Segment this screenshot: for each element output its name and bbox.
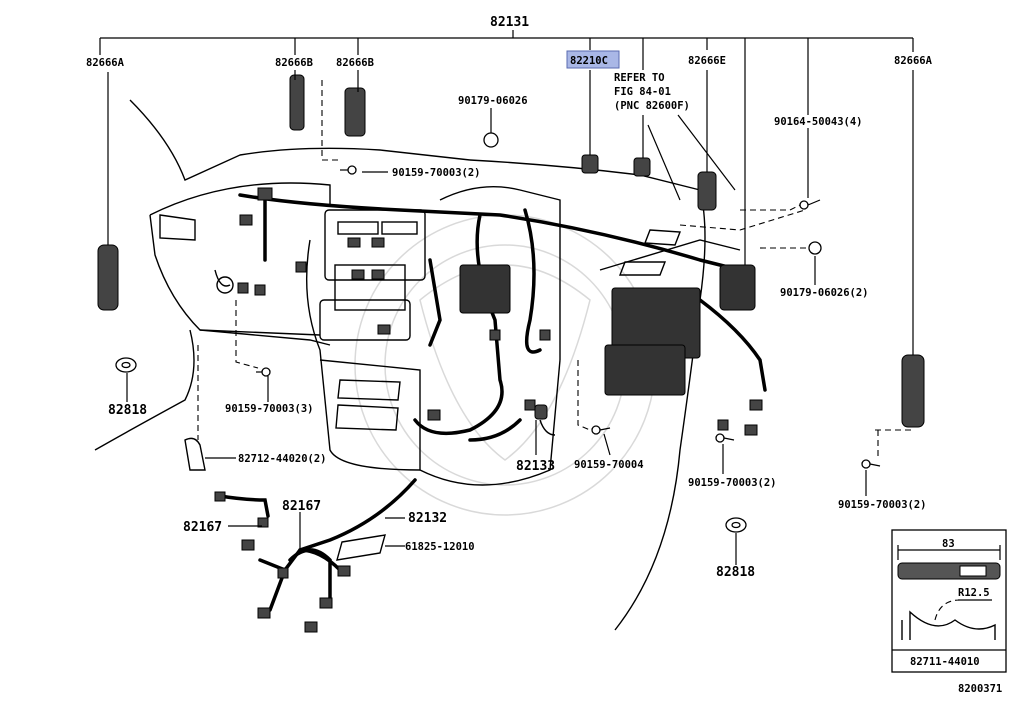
grommet-82818-right — [725, 517, 747, 533]
clip-refer — [633, 157, 651, 177]
clamp-82666A-left — [97, 244, 119, 311]
label-82132: 82132 — [408, 511, 447, 526]
clip-82210C — [581, 154, 599, 174]
wire-82167 — [218, 494, 270, 518]
label-refer-3: (PNC 82600F) — [614, 100, 690, 112]
label-82167-a: 82167 — [183, 520, 222, 535]
label-82210C: 82210C — [570, 55, 608, 67]
label-plate-61825 — [336, 534, 386, 561]
label-refer-2: FIG 84-01 — [614, 86, 671, 98]
instrument-panel-outline — [94, 99, 741, 631]
leader-82131 — [99, 30, 914, 270]
screw-icons — [256, 165, 881, 469]
label-90159-farright: 90159-70003(2) — [838, 499, 927, 511]
label-90159-70004: 90159-70004 — [574, 459, 644, 471]
inset-dimension: 83 — [942, 538, 955, 550]
clamp-82666A-right — [901, 354, 925, 428]
wire-harness-82131 — [238, 193, 767, 442]
inset-part-number: 82711-44010 — [910, 656, 980, 668]
label-82167-b: 82167 — [282, 499, 321, 514]
label-82818-left: 82818 — [108, 403, 147, 418]
label-90179-top: 90179-06026 — [458, 95, 528, 107]
label-82666B-2: 82666B — [336, 57, 374, 69]
label-82818-right: 82818 — [716, 565, 755, 580]
dashed-leaders — [197, 80, 913, 458]
grommet-82818-left — [115, 357, 137, 373]
label-90164: 90164-50043(4) — [774, 116, 863, 128]
clip-82712 — [184, 437, 206, 471]
label-82666E: 82666E — [688, 55, 726, 67]
part-labels: 82131 82666A 82666B 82666B 82210C REFER … — [86, 15, 933, 580]
clamp-82666E — [697, 171, 717, 211]
wire-harness-82132 — [258, 478, 417, 612]
figure-id: 8200371 — [958, 683, 1002, 695]
leader-lines — [107, 70, 914, 565]
label-90159-right: 90159-70003(2) — [688, 477, 777, 489]
label-90179-right: 90179-06026(2) — [780, 287, 869, 299]
label-82666A-right: 82666A — [894, 55, 933, 67]
clip-82133 — [534, 404, 556, 436]
label-82712: 82712-44020(2) — [238, 453, 327, 465]
label-82131: 82131 — [490, 15, 529, 30]
label-82133: 82133 — [516, 459, 555, 474]
highlight-82210C — [566, 50, 620, 69]
label-90159-mid: 90159-70003(3) — [225, 403, 314, 415]
label-61825: 61825-12010 — [405, 541, 475, 553]
inset-82711: 83 R12.5 82711-44010 — [891, 529, 1007, 673]
label-82666A-left: 82666A — [86, 57, 125, 69]
nut-90179-right — [808, 241, 822, 255]
nut-90179-top — [483, 132, 499, 148]
clamp-82666B-2 — [344, 87, 366, 137]
connectors — [214, 187, 763, 633]
inset-radius: R12.5 — [958, 587, 990, 599]
clamp-82666B-1 — [289, 74, 305, 131]
label-refer-1: REFER TO — [614, 72, 665, 84]
label-90159-top: 90159-70003(2) — [392, 167, 481, 179]
label-82666B-1: 82666B — [275, 57, 313, 69]
